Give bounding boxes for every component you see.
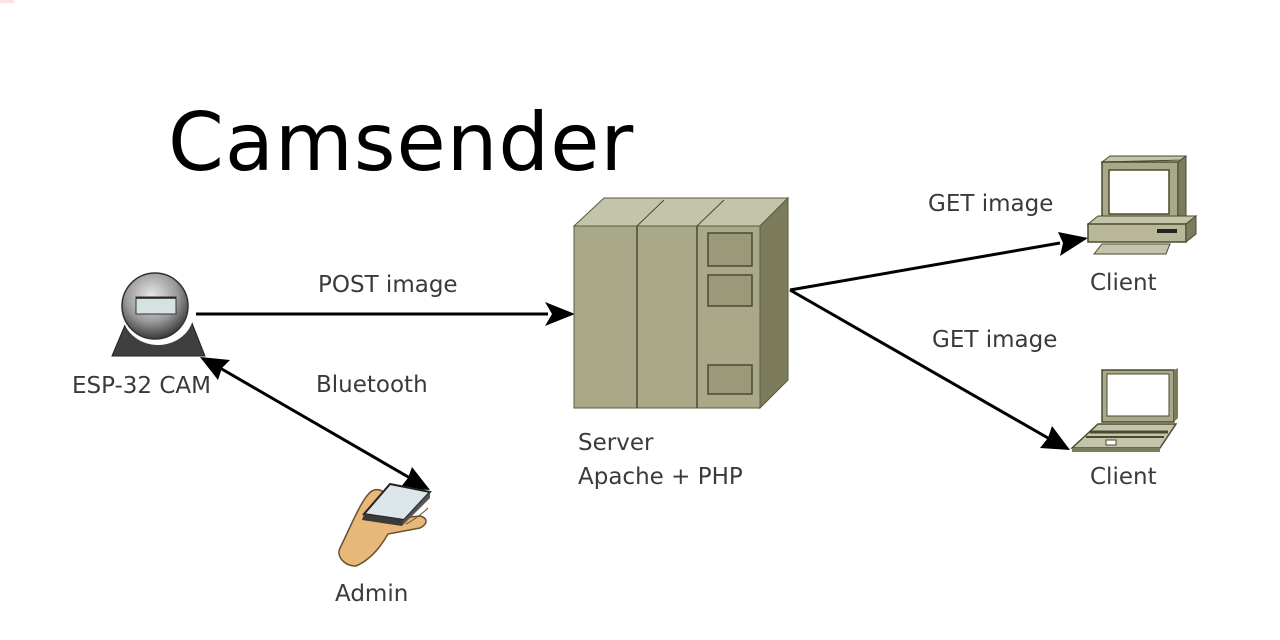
node-label-server-line2: Apache + PHP bbox=[578, 464, 743, 490]
node-label-server-line1: Server bbox=[578, 430, 654, 456]
arrowhead bbox=[545, 302, 575, 326]
server-icon bbox=[572, 196, 790, 410]
arrowhead bbox=[200, 357, 230, 380]
diagram-title: Camsender bbox=[168, 96, 635, 189]
edge-label-bluetooth: Bluetooth bbox=[316, 372, 428, 398]
arrowhead bbox=[1058, 232, 1088, 256]
camera-icon bbox=[111, 272, 206, 357]
arrowhead bbox=[1040, 426, 1070, 450]
node-label-client-desktop: Client bbox=[1090, 270, 1157, 296]
edge-get-image-desktop bbox=[789, 232, 1088, 292]
corner-mark bbox=[0, 0, 14, 3]
edge-get-image-laptop bbox=[789, 288, 1070, 450]
node-label-admin: Admin bbox=[335, 581, 409, 607]
edge-label-get-image-laptop: GET image bbox=[932, 327, 1058, 353]
laptop-icon bbox=[1070, 368, 1178, 452]
edge-post-image bbox=[196, 302, 575, 326]
edge-bluetooth bbox=[200, 357, 430, 490]
edge-label-get-image-desktop: GET image bbox=[928, 191, 1054, 217]
hand-phone-icon bbox=[338, 482, 432, 567]
desktop-computer-icon bbox=[1086, 155, 1198, 255]
edge-label-post-image: POST image bbox=[318, 272, 458, 298]
node-label-camera: ESP-32 CAM bbox=[72, 373, 212, 399]
node-label-client-laptop: Client bbox=[1090, 464, 1157, 490]
arrowhead bbox=[400, 467, 430, 490]
